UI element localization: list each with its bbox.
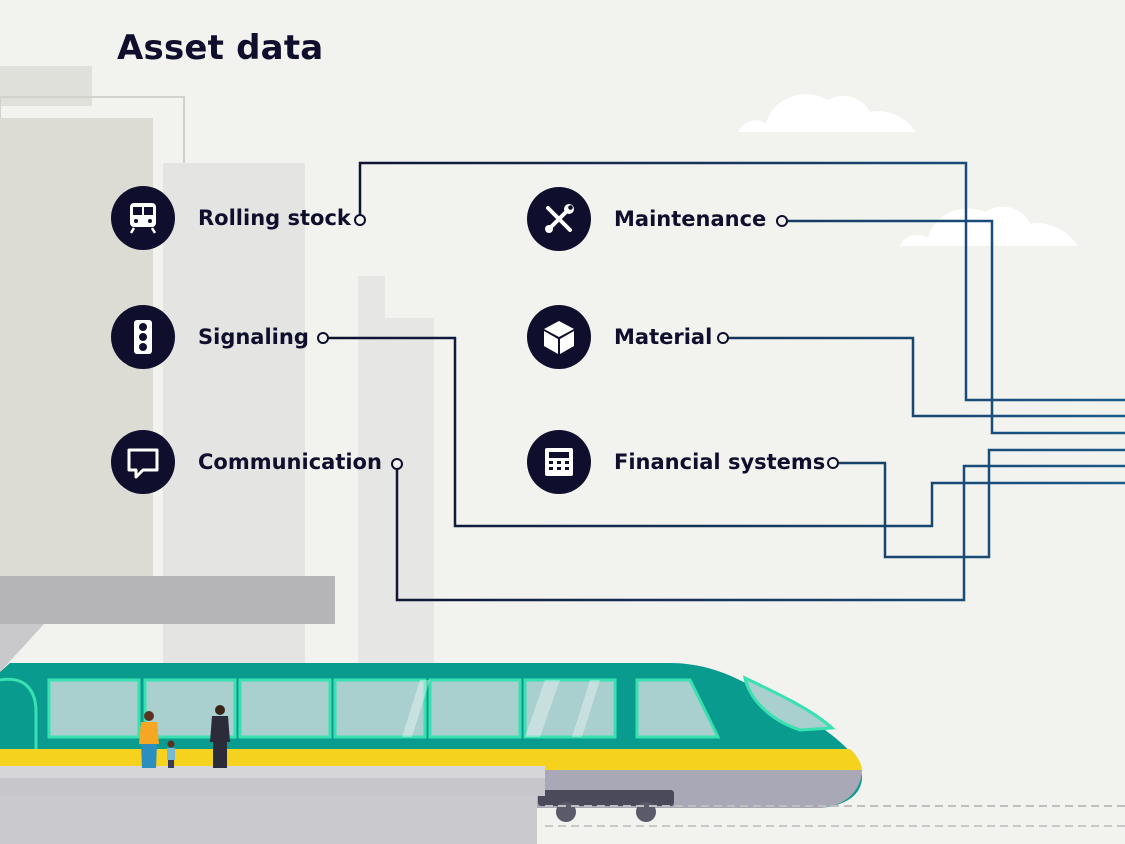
buildings [0,66,434,683]
asset-label: Material [614,325,713,349]
train-icon [111,186,175,250]
connector-endpoints [317,214,839,470]
asset-maintenance: Maintenance [527,187,766,251]
clouds [738,94,1078,246]
cube-icon [527,305,591,369]
asset-label: Financial systems [614,450,826,474]
asset-rolling-stock: Rolling stock [111,186,351,250]
asset-financial-systems: Financial systems [527,430,825,494]
traffic-light-icon [111,305,175,369]
asset-label: Communication [198,450,382,474]
speech-bubble-icon [111,430,175,494]
passengers [139,705,230,768]
asset-label: Maintenance [614,207,767,231]
asset-material: Material [527,305,712,369]
asset-label: Rolling stock [198,206,351,230]
asset-signaling: Signaling [111,305,309,369]
asset-communication: Communication [111,430,382,494]
platform [0,766,1125,844]
tools-icon [527,187,591,251]
asset-label: Signaling [198,325,309,349]
calculator-icon [527,430,591,494]
connector-lines [328,161,1125,602]
page-title: Asset data [117,28,324,68]
